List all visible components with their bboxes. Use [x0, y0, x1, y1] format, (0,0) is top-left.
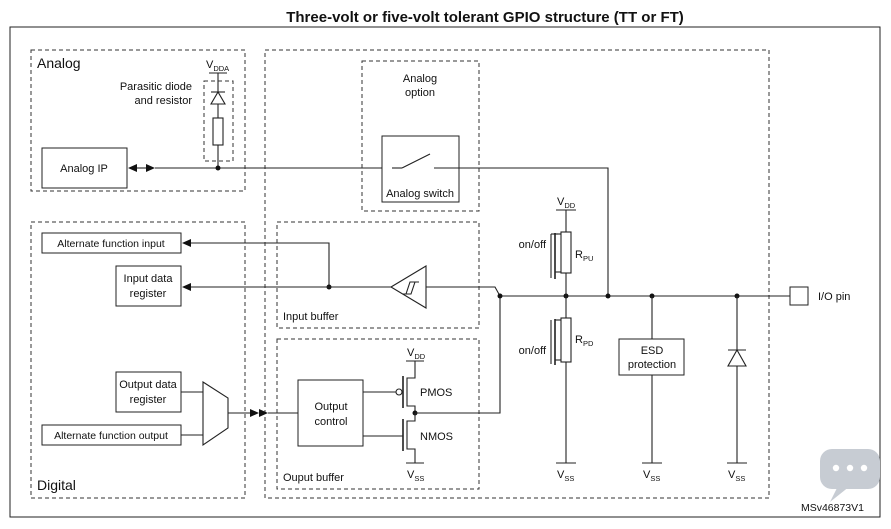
- pmos-transistor-icon: [363, 361, 416, 413]
- vss-label-output: VSS: [407, 469, 424, 483]
- io-pin-label: I/O pin: [818, 291, 850, 303]
- nmos-transistor-icon: [363, 413, 416, 463]
- input-data-register-label-2: register: [130, 288, 167, 300]
- rpd-label: RPD: [575, 334, 594, 348]
- esd-label-2: protection: [628, 359, 676, 371]
- parasitic-box: [203, 80, 234, 162]
- io-pin-icon: [789, 286, 809, 306]
- analog-region: [30, 49, 246, 192]
- bidirectional-arrow-icon: [128, 164, 155, 172]
- analog-option-box: [361, 60, 480, 212]
- pulldown-onoff-label: on/off: [519, 345, 547, 357]
- output-data-register-label-1: Output data: [119, 379, 177, 391]
- output-data-register-box: [115, 371, 182, 413]
- mux-arrow-1: [250, 409, 259, 417]
- rpu-label: RPU: [575, 249, 593, 263]
- analog-option-label-1: Analog: [403, 73, 437, 85]
- buffer-to-node-wire: [426, 286, 501, 297]
- pmos-label: PMOS: [420, 387, 452, 399]
- pulldown-resistor-icon: [560, 317, 572, 363]
- io-region: [264, 49, 770, 499]
- output-to-node-wire: [415, 296, 501, 414]
- diode-icon: [727, 348, 747, 367]
- output-control-label-1: Output: [314, 401, 347, 413]
- analog-switch-to-pin-wire: [459, 167, 609, 296]
- bus-junction-1: [497, 293, 503, 299]
- parasitic-resistor-icon: [212, 117, 224, 146]
- analog-label: Analog: [37, 55, 81, 71]
- vdd-label-pullup: VDD: [557, 196, 576, 210]
- output-buffer-box: [276, 338, 480, 490]
- input-buffer-label: Input buffer: [283, 311, 339, 323]
- analog-ip-box: [41, 147, 128, 189]
- analog-ip-label: Analog IP: [60, 163, 108, 175]
- output-buffer-label: Ouput buffer: [283, 472, 344, 484]
- parasitic-diode-icon: [210, 90, 226, 105]
- pullup-onoff-label: on/off: [519, 239, 547, 251]
- diagram-title: Three-volt or five-volt tolerant GPIO st…: [286, 9, 684, 26]
- esd-protection-box: [618, 338, 685, 376]
- schmitt-trigger-icon: [389, 265, 427, 309]
- input-data-register-label-1: Input data: [124, 273, 174, 285]
- vss-label-pulldown: VSS: [557, 469, 574, 483]
- analog-junction: [215, 165, 221, 171]
- nmos-label: NMOS: [420, 431, 453, 443]
- parasitic-label-1: Parasitic diode: [120, 81, 192, 93]
- pulldown-switch-icon: [550, 319, 561, 365]
- parasitic-label-2: and resistor: [135, 95, 193, 107]
- output-mux-icon: [202, 380, 229, 447]
- alt-function-input-label: Alternate function input: [57, 238, 164, 250]
- alt-input-wire: [191, 242, 330, 287]
- digital-label: Digital: [37, 477, 76, 493]
- analog-switch-icon: [392, 153, 459, 169]
- output-control-box: [297, 379, 364, 447]
- input-buffer-box: [276, 221, 480, 329]
- vdd-label-output: VDD: [407, 347, 426, 361]
- esd-label-1: ESD: [641, 345, 664, 357]
- analog-switch-label: Analog switch: [386, 188, 454, 200]
- analog-option-label-2: option: [405, 87, 435, 99]
- alt-function-output-label: Alternate function output: [54, 430, 168, 442]
- chat-bubble-icon: [820, 449, 880, 502]
- input-data-register-box: [115, 265, 182, 307]
- bus-junction-3: [605, 293, 611, 299]
- vss-label-esd: VSS: [643, 469, 660, 483]
- pullup-switch-icon: [550, 233, 561, 279]
- alt-input-arrowhead: [182, 239, 191, 247]
- vss-label-diode: VSS: [728, 469, 745, 483]
- mux-arrow-2: [259, 409, 268, 417]
- alt-function-input-box: [41, 232, 182, 254]
- input-reg-arrowhead: [182, 283, 191, 291]
- output-control-label-2: control: [314, 416, 347, 428]
- output-data-register-label-2: register: [130, 394, 167, 406]
- digital-region: [30, 221, 246, 499]
- document-reference: MSv46873V1: [801, 502, 864, 514]
- outer-frame: [9, 26, 881, 518]
- pullup-resistor-icon: [560, 231, 572, 274]
- vdda-label: VDDA: [206, 59, 229, 73]
- analog-switch-box: [381, 135, 460, 203]
